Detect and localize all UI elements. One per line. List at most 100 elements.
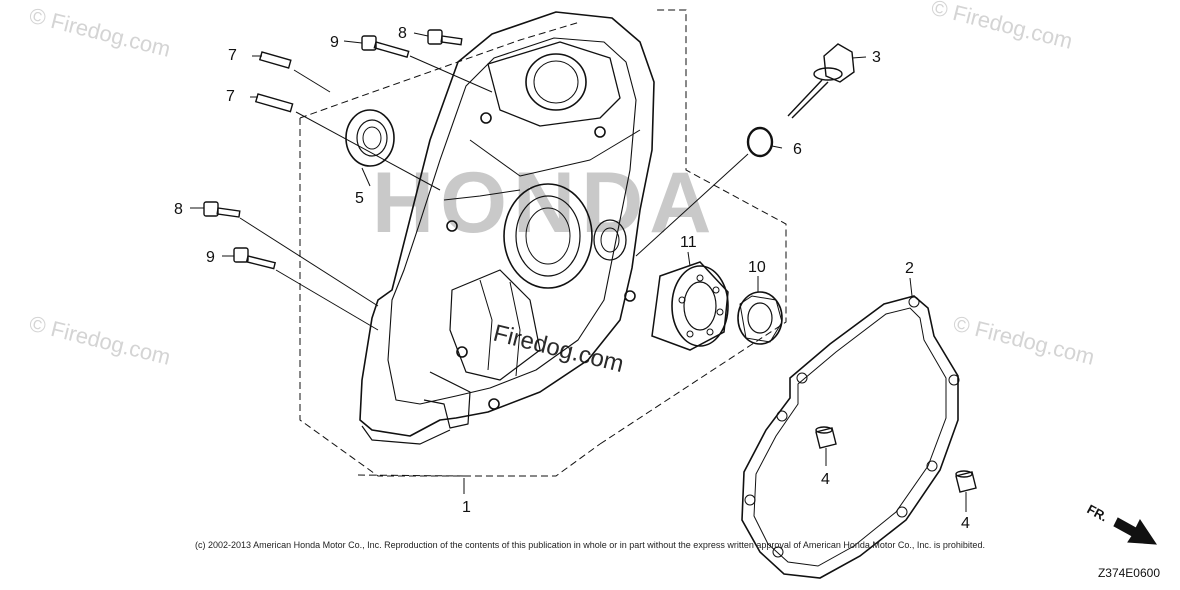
- upper-rib: [469, 129, 641, 177]
- studs: [254, 51, 294, 113]
- bolt-8-top-shank: [440, 35, 463, 46]
- bolt-9-left-shank: [245, 255, 277, 270]
- gasket-hole-3: [926, 460, 938, 472]
- leader-lines: [190, 32, 967, 512]
- front-arrow-icon: [1113, 517, 1157, 545]
- cap-head: [823, 43, 855, 83]
- bearing-11: [651, 261, 729, 351]
- outline-left-bottom: [299, 118, 601, 477]
- bolt-hole-3: [456, 346, 468, 358]
- leader-8b-ext: [239, 217, 379, 307]
- crank-bore: [503, 183, 593, 289]
- bearing-11-ball-2: [712, 286, 720, 294]
- callout-2: 2: [905, 260, 914, 277]
- leader-9a-ext: [409, 55, 493, 93]
- outline-top-left: [299, 21, 581, 119]
- leader-11: [687, 251, 691, 267]
- top-mount-plate: [487, 41, 621, 127]
- gasket-hole-1: [908, 296, 920, 308]
- gasket-inner: [753, 307, 947, 567]
- bolt-9-left: [233, 247, 277, 270]
- gasket-hole-6: [744, 494, 756, 506]
- cam-bore: [593, 219, 627, 261]
- bearing-11-inner: [683, 281, 717, 331]
- watermark-top-left: © Firedog.com: [27, 3, 173, 62]
- drain-boss: [423, 371, 471, 429]
- top-bore-inner: [533, 60, 579, 104]
- seal-inner: [356, 119, 388, 157]
- callout-8-top: 8: [398, 25, 407, 42]
- cap-flange: [813, 67, 843, 81]
- dowel-pin-right-top: [955, 470, 973, 478]
- bearing-10-face: [737, 291, 783, 345]
- leader-3: [851, 56, 867, 59]
- dipstick-1: [787, 79, 823, 117]
- bolt-9-left-head: [233, 247, 249, 263]
- callout-7-top: 7: [228, 47, 237, 64]
- gasket-hole-8: [796, 372, 808, 384]
- o-ring: [746, 126, 774, 158]
- bolt-8-left-shank: [216, 207, 241, 218]
- seal-outer: [345, 109, 395, 167]
- callout-9-top: 9: [330, 34, 339, 51]
- callout-10: 10: [748, 259, 766, 276]
- drawing-code: Z374E0600: [1097, 566, 1160, 580]
- front-direction-marker: FR.: [1085, 501, 1157, 545]
- cam-bore-inner: [600, 227, 620, 253]
- gasket-hole-4: [896, 506, 908, 518]
- gasket: [741, 295, 960, 579]
- oil-seal: [345, 109, 395, 167]
- leader-6: [771, 145, 783, 149]
- bolts: [203, 29, 463, 270]
- gasket-hole-7: [776, 410, 788, 422]
- bearing-11-ball-3: [716, 308, 724, 316]
- o-ring-outer: [746, 126, 774, 158]
- gasket-outer: [741, 295, 959, 579]
- assembly-outlines: [299, 9, 787, 477]
- bearing-11-ball-4: [706, 328, 714, 336]
- dipstick-2: [791, 81, 829, 119]
- leader-5: [361, 167, 371, 187]
- callout-11: 11: [680, 234, 697, 251]
- leader-8a: [413, 32, 429, 37]
- rib-2: [509, 281, 521, 377]
- rib-1: [479, 279, 493, 371]
- bearing-10-inner: [747, 302, 773, 334]
- watermark-mid-right: © Firedog.com: [951, 311, 1097, 370]
- outline-callout-1: [357, 474, 465, 477]
- watermark-center: Firedog.com: [491, 320, 627, 378]
- callout-9-left: 9: [206, 249, 215, 266]
- callout-5: 5: [355, 190, 364, 207]
- watermark-top-right: © Firedog.com: [929, 0, 1075, 54]
- dowel-pins: [815, 426, 977, 493]
- bearing-11-ball-6: [678, 296, 686, 304]
- callout-6: 6: [793, 141, 802, 158]
- bolt-hole-1: [446, 220, 458, 232]
- bearing-11-ball-1: [696, 274, 704, 282]
- callout-4-left: 4: [821, 471, 830, 488]
- bolt-hole-2: [624, 290, 636, 302]
- stud-upper: [258, 51, 292, 69]
- leader-7a-ext: [293, 69, 331, 93]
- crank-bore-inner: [515, 195, 581, 277]
- front-direction-label: FR.: [1085, 501, 1111, 524]
- gasket-hole-5: [772, 546, 784, 558]
- oil-filler-cap: [787, 43, 855, 119]
- bolt-8-top: [427, 29, 463, 46]
- dowel-pin-left-top: [815, 426, 833, 434]
- bearing-10: [737, 291, 783, 345]
- top-bore: [525, 53, 587, 111]
- gasket-hole-2: [948, 374, 960, 386]
- callout-4-right: 4: [961, 515, 970, 532]
- dowel-pin-right: [955, 471, 977, 493]
- leader-7b-ext: [295, 111, 441, 191]
- watermark-mid-left: © Firedog.com: [27, 311, 173, 370]
- leader-9b-ext: [275, 269, 379, 331]
- copyright-notice: (c) 2002-2013 American Honda Motor Co., …: [195, 540, 985, 550]
- callout-3: 3: [872, 49, 881, 66]
- lower-rib-box: [449, 269, 541, 381]
- leader-9a: [343, 40, 363, 44]
- leader-6-ext: [635, 153, 749, 257]
- stud-lower: [254, 93, 294, 113]
